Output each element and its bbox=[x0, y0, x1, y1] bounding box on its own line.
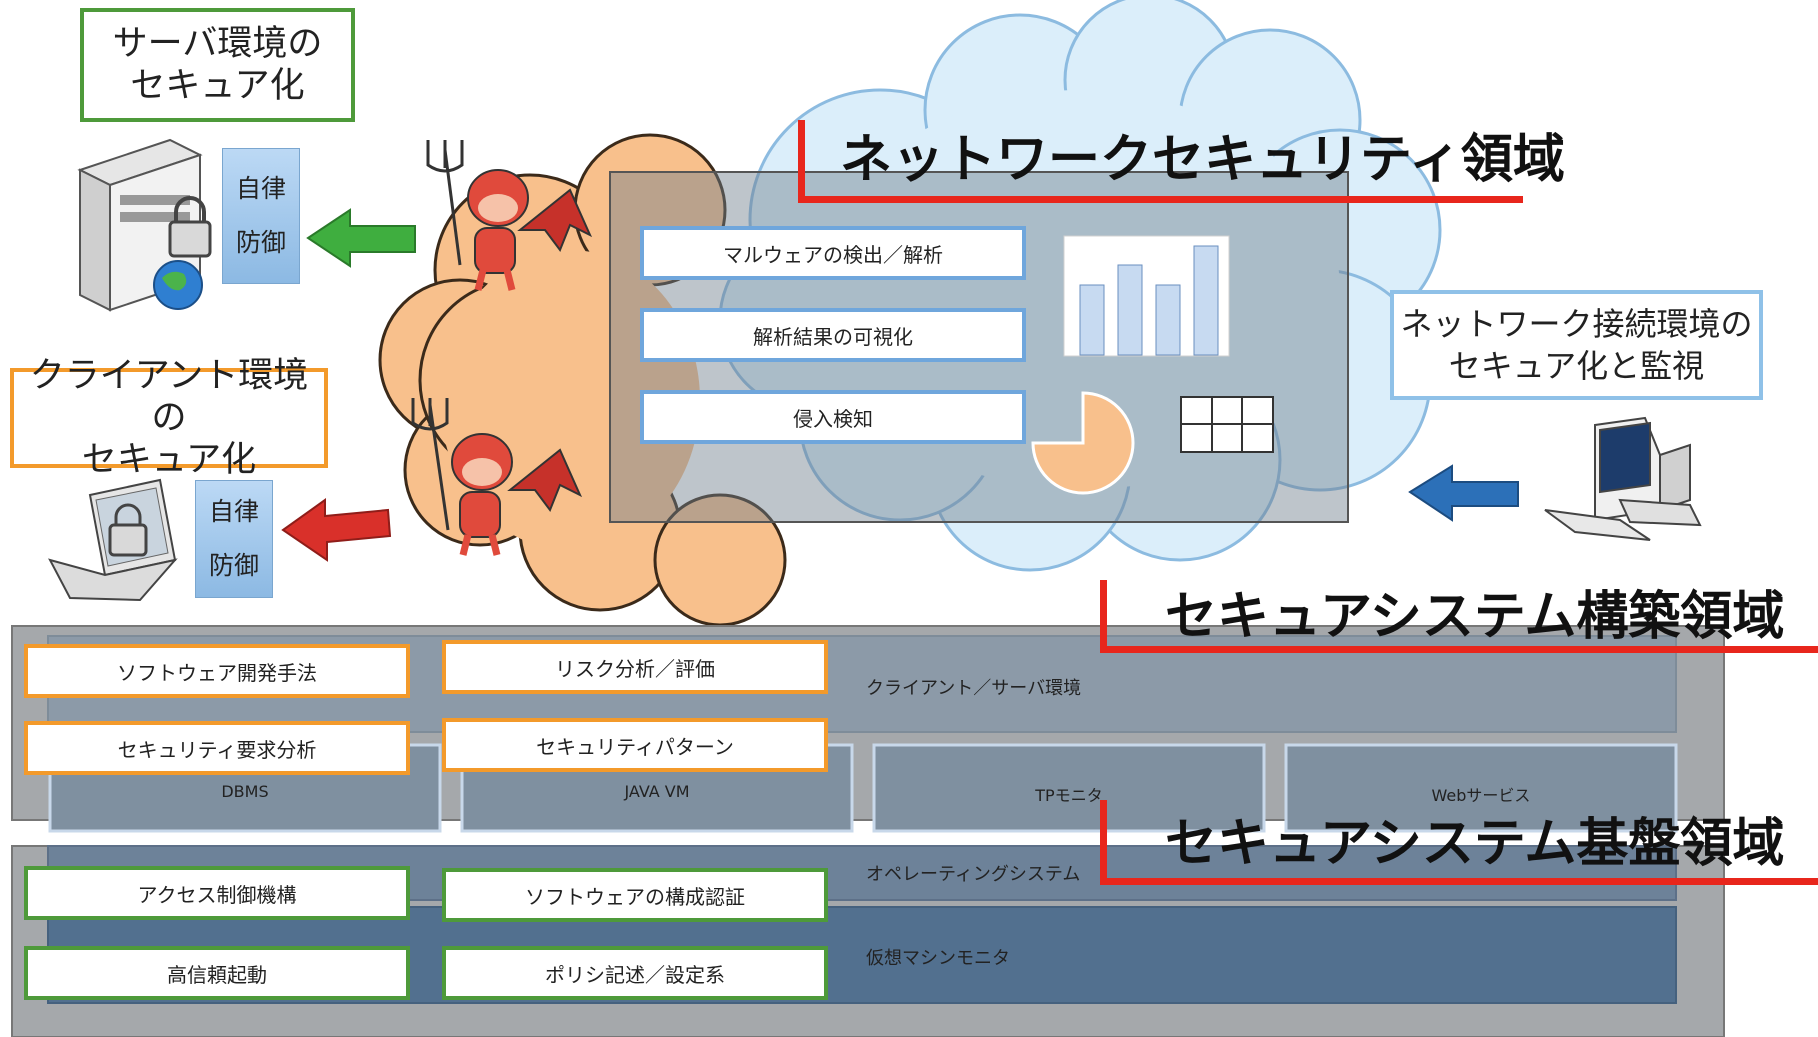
software-attestation-box: ソフトウェアの構成認証 bbox=[442, 868, 828, 922]
red-arrow-icon bbox=[281, 498, 392, 562]
network-env-box: ネットワーク接続環境の セキュア化と監視 bbox=[1390, 290, 1763, 400]
dbms-label: DBMS bbox=[221, 782, 269, 801]
server-env-box: サーバ環境の セキュア化 bbox=[80, 8, 355, 122]
java-vm-label: JAVA VM bbox=[624, 782, 690, 801]
autonomy-line1: 自律 bbox=[235, 174, 286, 203]
devil-icon bbox=[426, 140, 593, 291]
risk-analysis-box: リスク分析／評価 bbox=[442, 640, 828, 694]
tp-monitor-label: TPモニタ bbox=[1035, 786, 1103, 805]
vmm-label: 仮想マシンモニタ bbox=[866, 948, 1010, 969]
pie-chart-icon bbox=[1031, 391, 1135, 495]
autonomy-line1: 自律 bbox=[208, 497, 259, 526]
autonomous-defense-server: 自律 防御 bbox=[222, 148, 300, 284]
software-dev-method-box: ソフトウェア開発手法 bbox=[24, 644, 410, 698]
desktop-computer-icon bbox=[1544, 416, 1702, 541]
visualization-box: 解析結果の可視化 bbox=[640, 308, 1026, 362]
domain-network-security: ネットワークセキュリティ領域 bbox=[840, 130, 1565, 190]
autonomous-defense-client: 自律 防御 bbox=[195, 480, 273, 598]
green-arrow-icon bbox=[306, 208, 416, 268]
security-patterns-box: セキュリティパターン bbox=[442, 718, 828, 772]
security-requirements-box: セキュリティ要求分析 bbox=[24, 721, 410, 775]
access-control-box: アクセス制御機構 bbox=[24, 866, 410, 920]
blue-arrow-icon bbox=[1408, 464, 1519, 522]
table-grid-icon bbox=[1180, 396, 1274, 453]
domain-system-foundation: セキュアシステム基盤領域 bbox=[1165, 814, 1785, 874]
domain-system-construction: セキュアシステム構築領域 bbox=[1165, 587, 1785, 647]
autonomy-line2: 防御 bbox=[208, 551, 259, 580]
malware-detection-box: マルウェアの検出／解析 bbox=[640, 226, 1026, 280]
devil-icon bbox=[411, 398, 583, 556]
trusted-boot-box: 高信頼起動 bbox=[24, 946, 410, 1000]
bar-chart-icon bbox=[1063, 235, 1230, 357]
intrusion-detection-box: 侵入検知 bbox=[640, 390, 1026, 444]
autonomy-line2: 防御 bbox=[235, 228, 286, 257]
client-server-env-label: クライアント／サーバ環境 bbox=[866, 678, 1082, 699]
client-env-box: クライアント環境の セキュア化 bbox=[10, 356, 328, 480]
server-icon bbox=[77, 138, 212, 312]
policy-config-box: ポリシ記述／設定系 bbox=[442, 946, 828, 1000]
web-service-label: Webサービス bbox=[1431, 786, 1531, 805]
os-label: オペレーティングシステム bbox=[866, 864, 1081, 885]
laptop-icon bbox=[48, 478, 178, 602]
